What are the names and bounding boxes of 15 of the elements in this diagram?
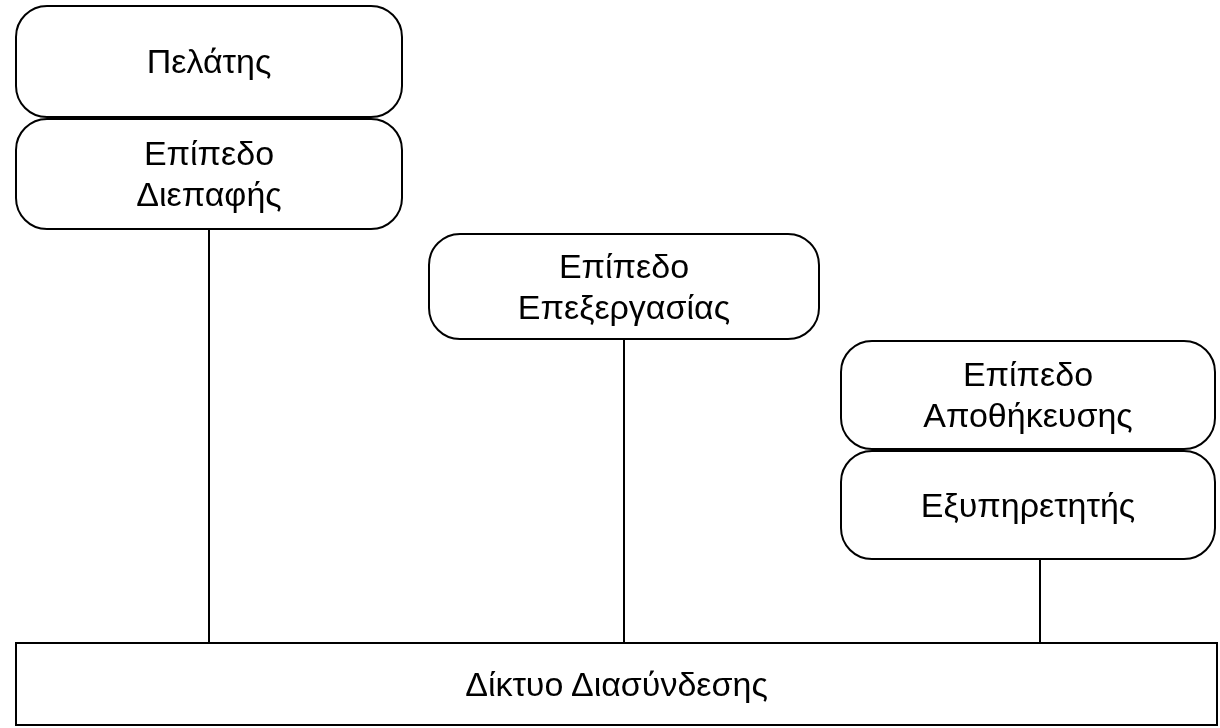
box-label: Πελάτης (146, 41, 272, 82)
connector-line (208, 229, 210, 643)
server-box (840, 450, 1216, 560)
layer-box (840, 340, 1216, 450)
client-box (15, 5, 403, 118)
box-label: Εξυπηρετητής (920, 484, 1136, 526)
box-label: Επίπεδο Επεξεργασίας (516, 245, 732, 328)
connector-line (1039, 559, 1041, 643)
box-label: Επίπεδο Διεπαφής (135, 133, 283, 215)
layer-box (428, 233, 820, 340)
box-label: Επίπεδο Αποθήκευσης (922, 354, 1134, 436)
layer-box (15, 118, 403, 230)
box-label: Δίκτυο Διασύνδεσης (465, 663, 768, 705)
network-box (15, 642, 1218, 726)
connector-line (623, 339, 625, 643)
